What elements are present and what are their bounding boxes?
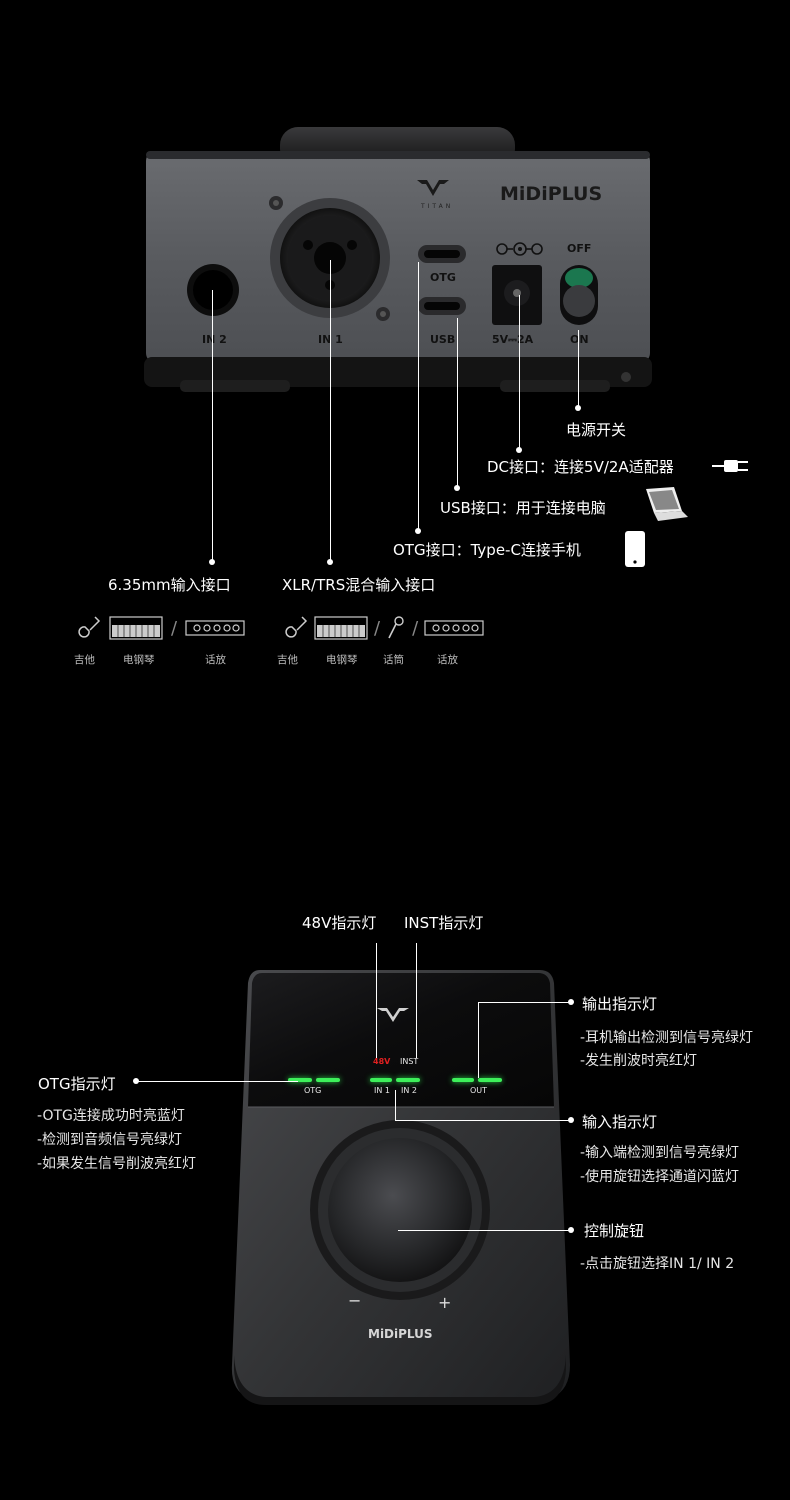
plug-icon (712, 460, 748, 472)
control-knob[interactable] (328, 1173, 472, 1317)
source-icons-in1: / / (282, 615, 484, 641)
keyboard-icon (109, 616, 163, 640)
led-in1 (370, 1078, 392, 1082)
source-label-guitar: 吉他 (74, 654, 95, 666)
port-label-in2: IN 2 (202, 333, 227, 346)
source-label-piano: 电钢琴 (123, 654, 155, 666)
midiplus-logo-top: MiDiPLUS (368, 1327, 433, 1341)
callout-inst-led: INST指示灯 (404, 914, 484, 932)
callout-input-line-2: -使用旋钮选择通道闪蓝灯 (580, 1169, 740, 1185)
microphone-icon (388, 616, 404, 639)
callout-otg-line-3: -如果发生信号削波亮红灯 (37, 1156, 197, 1172)
leader-line-in1 (330, 260, 331, 562)
leader-line-dc (519, 295, 520, 450)
preamp-icon (185, 620, 245, 636)
leader-dot-in1 (327, 559, 333, 565)
leader-line-output-v (478, 1002, 479, 1078)
callout-in2-port: 6.35mm输入接口 (108, 576, 231, 594)
callout-otg-led: OTG指示灯 (38, 1075, 116, 1093)
leader-dot-knob (568, 1227, 574, 1233)
leader-dot-power (575, 405, 581, 411)
keyboard-icon (314, 616, 368, 640)
device-top-view: 48V INST OTG IN 1 IN 2 OUT − + MiDiPLUS (230, 965, 570, 1405)
led-label-otg: OTG (304, 1086, 322, 1095)
led-in2 (396, 1078, 420, 1082)
leader-dot-otg-led (133, 1078, 139, 1084)
titan-logo-text: TITAN (421, 203, 454, 210)
callout-in1-port: XLR/TRS混合输入接口 (282, 576, 436, 594)
callout-knob: 控制旋钮 (584, 1222, 645, 1240)
guitar-icon (78, 616, 101, 638)
callout-otg-line-1: -OTG连接成功时亮蓝灯 (37, 1108, 185, 1124)
led-label-in1: IN 1 (374, 1086, 390, 1095)
leader-dot-in2 (209, 559, 215, 565)
leader-line-output-h (478, 1002, 570, 1003)
switch-label-off: OFF (567, 242, 592, 255)
leader-line-otg-led (138, 1081, 298, 1082)
callout-output-line-1: -耳机输出检测到信号亮绿灯 (580, 1030, 754, 1046)
device-back-illustration (144, 127, 652, 392)
port-label-usb: USB (430, 333, 456, 346)
callout-usb-port: USB接口：用于连接电脑 (440, 499, 606, 517)
port-label-otg: OTG (430, 271, 456, 284)
leader-dot-dc (516, 447, 522, 453)
knob-plus-label: + (438, 1293, 452, 1312)
callout-otg-line-2: -检测到音频信号亮绿灯 (37, 1132, 183, 1148)
led-label-inst: INST (400, 1057, 419, 1066)
source-label-preamp: 话放 (205, 654, 226, 666)
led-label-in2: IN 2 (401, 1086, 417, 1095)
leader-dot-otg (415, 528, 421, 534)
callout-output-line-2: -发生削波时亮红灯 (580, 1053, 698, 1069)
leader-line-usb (457, 318, 458, 488)
port-label-dc: 5V⎓2A (492, 333, 534, 346)
guitar-icon (285, 616, 308, 638)
source-label-guitar: 吉他 (277, 654, 298, 666)
source-label-piano: 电钢琴 (326, 654, 358, 666)
callout-dc-port: DC接口：连接5V/2A适配器 (487, 458, 674, 476)
leader-line-knob (398, 1230, 570, 1231)
source-icons-in2: / (75, 615, 245, 641)
leader-line-power (578, 330, 579, 408)
phone-icon (625, 531, 645, 567)
callout-power-switch: 电源开关 (566, 421, 627, 439)
knob-minus-label: − (348, 1291, 362, 1310)
led-out-2 (478, 1078, 502, 1082)
source-label-preamp: 话放 (437, 654, 458, 666)
source-label-mic: 话筒 (383, 654, 404, 666)
leader-line-input-v (395, 1090, 396, 1121)
callout-output-led: 输出指示灯 (582, 995, 658, 1013)
device-top-illustration (231, 970, 570, 1405)
led-label-48v: 48V (373, 1057, 391, 1066)
leader-dot-usb (454, 485, 460, 491)
leader-line-in2 (212, 290, 213, 562)
leader-line-input-h (395, 1120, 570, 1121)
callout-otg-port: OTG接口：Type-C连接手机 (393, 541, 581, 559)
preamp-icon (424, 620, 484, 636)
led-otg-1 (288, 1078, 312, 1082)
leader-line-otg (418, 262, 419, 530)
midiplus-logo-back: MiDiPLUS (500, 183, 603, 205)
leader-dot-input (568, 1117, 574, 1123)
callout-input-line-1: -输入端检测到信号亮绿灯 (580, 1145, 740, 1161)
leader-line-inst (416, 943, 417, 1058)
callout-input-led: 输入指示灯 (582, 1113, 658, 1131)
led-otg-2 (316, 1078, 340, 1082)
device-back-view: TITAN MiDiPLUS IN 2 IN 1 OTG USB 5V⎓2A O… (140, 125, 655, 395)
led-out-1 (452, 1078, 474, 1082)
leader-dot-output (568, 999, 574, 1005)
switch-label-on: ON (570, 333, 589, 346)
led-label-out: OUT (470, 1086, 488, 1095)
leader-line-48v (376, 943, 377, 1058)
laptop-icon (646, 487, 688, 521)
callout-48v-led: 48V指示灯 (302, 914, 377, 932)
callout-knob-line-1: -点击旋钮选择IN 1/ IN 2 (580, 1256, 735, 1272)
